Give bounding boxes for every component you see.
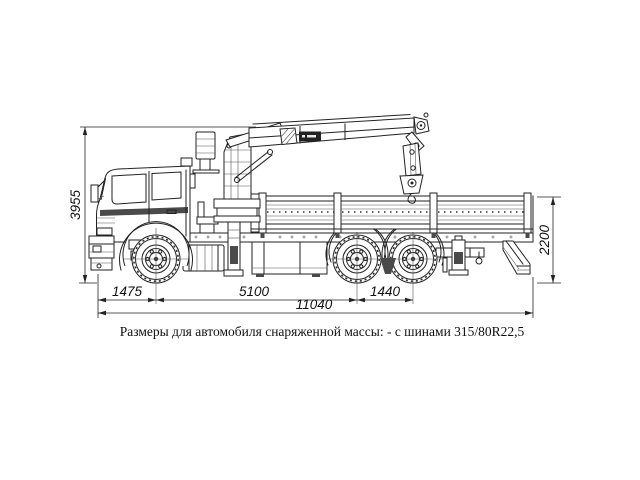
crane-oil-tank xyxy=(192,131,220,174)
dimension-platform-height: 2200 xyxy=(537,197,556,283)
hoist-cable xyxy=(252,113,411,125)
operator-seat xyxy=(196,201,219,233)
cargo-platform xyxy=(250,192,534,243)
rear-underrun-bracket xyxy=(502,240,531,275)
front-outrigger xyxy=(223,221,244,277)
overall-length-label: 11040 xyxy=(296,297,333,312)
rear-outrigger xyxy=(435,235,485,276)
wheel-centerlines xyxy=(124,228,443,304)
rear-bogie-label: 1440 xyxy=(370,284,401,299)
hook-block xyxy=(399,142,424,204)
mud-flap xyxy=(442,257,448,273)
mirror xyxy=(90,184,99,203)
cab-side-molding xyxy=(100,207,188,216)
fog-lamp xyxy=(92,245,102,253)
crane-column xyxy=(213,133,261,223)
board-panel-3 xyxy=(436,195,525,230)
dimension-wheelbase: 5100 xyxy=(156,284,357,303)
fuel-tank xyxy=(182,244,225,272)
cab-door-window xyxy=(151,171,182,201)
dimension-overall-length: 11040 xyxy=(98,297,533,316)
crane xyxy=(192,112,430,277)
drawing-caption: Размеры для автомобиля снаряженной массы… xyxy=(120,324,525,339)
hook xyxy=(407,193,416,204)
cab-side-window xyxy=(111,173,147,205)
front-overhang-label: 1475 xyxy=(112,284,143,299)
dimension-rear-bogie: 1440 xyxy=(357,284,413,303)
headlight xyxy=(96,227,113,236)
roof-deflector xyxy=(180,157,193,167)
overall-height-label: 3955 xyxy=(68,189,83,220)
board-panel-1 xyxy=(265,195,335,230)
boom-lift-cylinder xyxy=(234,149,273,183)
dimension-lines: 3955 2200 1475 5100 1440 xyxy=(68,126,561,318)
front-bumper xyxy=(88,235,115,271)
dimension-overall-height: 3955 xyxy=(68,127,88,283)
platform-height-label: 2200 xyxy=(537,224,552,256)
board-panel-2 xyxy=(340,195,431,230)
wheelbase-label-value: 5100 xyxy=(239,284,270,299)
door-handle xyxy=(166,209,177,214)
crane-boom xyxy=(225,113,415,148)
